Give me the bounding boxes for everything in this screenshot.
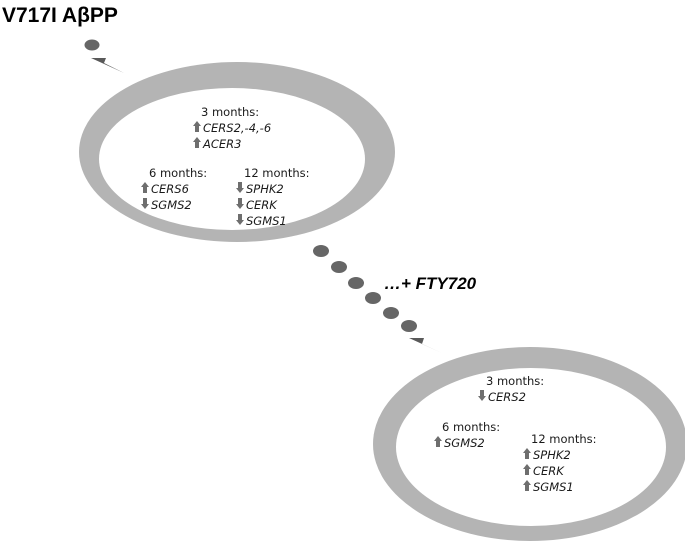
connector-dots — [313, 245, 417, 332]
up-arrow-icon — [193, 121, 201, 132]
bottom-cell-content: 3 months: CERS2 6 months: SGMS2 12 months: SP… — [434, 374, 596, 494]
connector-dot — [401, 320, 417, 332]
up-arrow-icon — [523, 480, 531, 491]
timepoint-header: 3 months: — [201, 105, 259, 119]
gene-label: ACER3 — [202, 137, 241, 151]
connector-dot — [331, 261, 347, 273]
connector-dot — [313, 245, 329, 257]
up-arrow-icon — [193, 137, 201, 148]
timepoint-header: 6 months: — [442, 420, 500, 434]
top-cell-interior — [99, 88, 365, 230]
timepoint-header: 12 months: — [531, 432, 596, 446]
timepoint-header: 3 months: — [486, 374, 544, 388]
timepoint-header: 6 months: — [149, 166, 207, 180]
connector-dot — [348, 277, 364, 289]
down-arrow-icon — [141, 198, 149, 209]
up-arrow-icon — [523, 448, 531, 459]
diagram-title: V717I AβPP — [2, 4, 118, 27]
down-arrow-icon — [236, 182, 244, 193]
gene-label: SPHK2 — [246, 182, 284, 196]
connector-arrowhead — [91, 58, 124, 73]
gene-label: CERK — [246, 198, 278, 212]
gene-label: SGMS2 — [151, 198, 192, 212]
down-arrow-icon — [236, 214, 244, 225]
connector-dot — [383, 307, 399, 319]
gene-label: SPHK2 — [533, 448, 571, 462]
gene-label: SGMS1 — [533, 480, 574, 494]
down-arrow-icon — [236, 198, 244, 209]
connector-dot — [365, 292, 381, 304]
gene-label: CERS2,-4,-6 — [203, 121, 271, 135]
up-arrow-icon — [141, 182, 149, 193]
bottom-cell-interior — [396, 368, 666, 526]
up-arrow-icon — [523, 464, 531, 475]
up-arrow-icon — [434, 436, 442, 447]
connector-arrowhead — [409, 338, 442, 353]
bottom-cell: 3 months: CERS2 6 months: SGMS2 12 months: SP… — [373, 347, 685, 541]
gene-label: CERK — [533, 464, 565, 478]
connector-dot — [84, 39, 100, 51]
gene-label: SGMS2 — [444, 436, 485, 450]
gene-label: CERS6 — [151, 182, 189, 196]
treatment-label: …+ FTY720 — [384, 274, 477, 293]
gene-label: CERS2 — [488, 390, 526, 404]
gene-label: SGMS1 — [246, 214, 287, 228]
timepoint-header: 12 months: — [244, 166, 309, 180]
down-arrow-icon — [478, 390, 486, 401]
